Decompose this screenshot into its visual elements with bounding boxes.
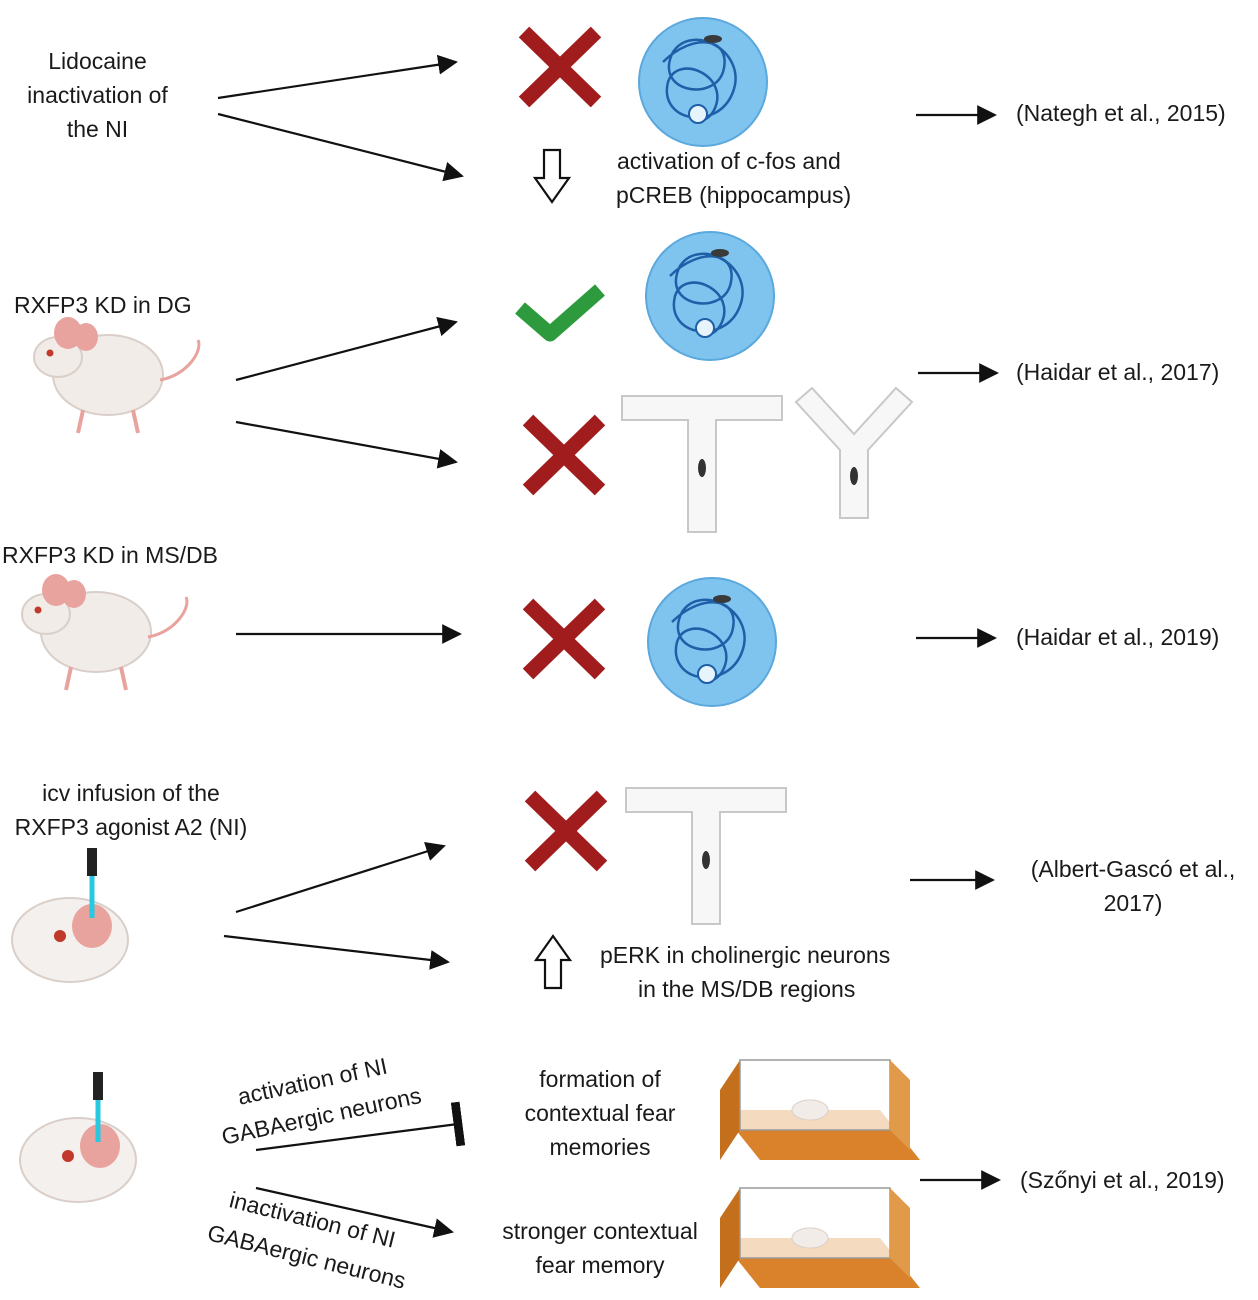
- row1-note-line1: activation of c-fos and: [617, 148, 841, 174]
- row3-water-maze: [646, 576, 778, 708]
- row4-note-line1: pERK in cholinergic neurons: [600, 942, 891, 968]
- row2-mouse: [32, 315, 201, 435]
- row4-cross: [530, 796, 602, 866]
- row2-y-maze-mouse: [850, 467, 858, 485]
- row4-arrow-bottom: [223, 934, 450, 970]
- row4-optic-probe-body: [87, 848, 97, 876]
- row1-note-line2: pCREB (hippocampus): [616, 182, 852, 208]
- row2-reference: (Haidar et al., 2017): [1016, 359, 1220, 385]
- row5-outcome-bottom-line1: stronger contextual: [502, 1218, 698, 1244]
- row1-cross: [524, 32, 596, 102]
- row4-note-line2: in the MS/DB regions: [638, 976, 856, 1002]
- row2-arrow-bottom: [235, 420, 458, 469]
- row1-treatment-line3: the NI: [66, 116, 129, 142]
- row5-outcome-top-line3: memories: [549, 1134, 651, 1160]
- row3-mouse: [20, 572, 189, 692]
- row5-outcome-top-line1: formation of: [539, 1066, 661, 1092]
- row2-y-maze: [794, 386, 914, 519]
- row4-reference-line1: (Albert-Gascó et al.,: [1030, 856, 1236, 882]
- row4-arrow-top: [235, 841, 446, 914]
- row5-inactivation-arrow: [255, 1186, 454, 1238]
- row4-treatment-line1: icv infusion of the: [42, 780, 220, 806]
- row1-water-maze: [637, 16, 769, 148]
- row1-decrease-arrow: [532, 148, 572, 204]
- row5-mouse-head: [19, 1117, 137, 1203]
- row2-treatment: RXFP3 KD in DG: [14, 292, 192, 318]
- row3-treatment: RXFP3 KD in MS/DB: [2, 542, 218, 568]
- row2-water-maze: [644, 230, 776, 362]
- row1-reference: (Nategh et al., 2015): [1016, 100, 1226, 126]
- row2-cross: [528, 420, 600, 490]
- row4-treatment-line2: RXFP3 agonist A2 (NI): [14, 814, 248, 840]
- row1-arrow-top: [217, 54, 458, 100]
- row4-reference-line2: 2017): [1103, 890, 1163, 916]
- row5-reference: (Szőnyi et al., 2019): [1020, 1167, 1225, 1193]
- row5-optic-probe-body: [93, 1072, 103, 1100]
- row1-treatment-line2: inactivation of: [27, 82, 168, 108]
- row2-arrow-top: [235, 316, 458, 382]
- row4-increase-arrow: [533, 934, 573, 990]
- row5-outcome-top-line2: contextual fear: [524, 1100, 676, 1126]
- row1-arrow-bottom: [217, 112, 464, 182]
- row5-fear-box-top: [719, 1059, 921, 1161]
- row5-fear-box-bottom: [719, 1187, 921, 1289]
- row5-outcome-bottom-line2: fear memory: [535, 1252, 665, 1278]
- row3-reference: (Haidar et al., 2019): [1016, 624, 1220, 650]
- row4-mouse-head: [11, 897, 129, 983]
- row4-t-maze-mouse: [702, 851, 710, 869]
- row2-check: [515, 284, 605, 342]
- row3-cross: [528, 604, 600, 674]
- row1-treatment-line1: Lidocaine: [48, 48, 147, 74]
- row5-activation-inhibit-arrow: [255, 1101, 466, 1152]
- row2-t-maze-mouse: [698, 459, 706, 477]
